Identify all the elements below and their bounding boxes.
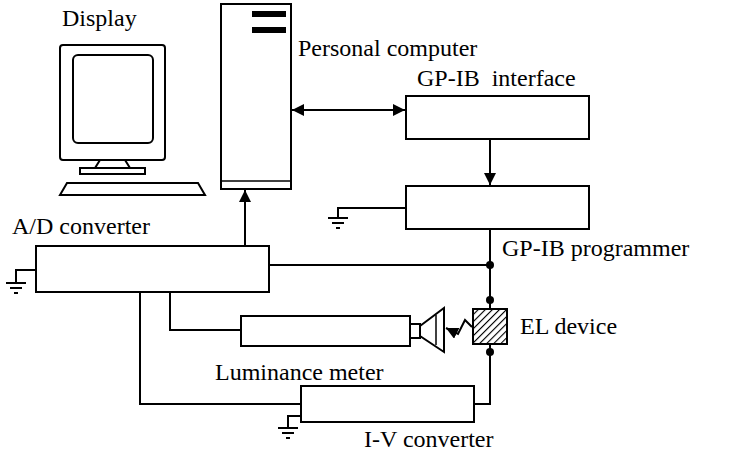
component-label: Personal computer — [298, 36, 477, 60]
converter-box: I-V converter — [300, 385, 475, 423]
connector — [489, 140, 491, 185]
connector — [270, 265, 490, 308]
component-label: Display — [62, 6, 137, 30]
el-device: EL device — [472, 308, 508, 345]
luminance-meter: Luminance meter — [240, 305, 446, 355]
luminance-meter-drawing — [240, 305, 446, 355]
display-monitor-drawing — [55, 40, 210, 200]
component-label: Luminance meter — [215, 360, 384, 384]
ground-symbol — [328, 208, 405, 228]
ground-symbol — [278, 416, 300, 438]
connector — [140, 293, 300, 404]
converter-box: A/D converter — [35, 245, 270, 293]
component-label: GP-IB programmer — [502, 236, 689, 260]
computer-tower-drawing — [220, 3, 292, 190]
programmer-box: GP-IB programmer — [405, 185, 590, 230]
computer-tower: Personal computer — [220, 3, 292, 190]
connector — [446, 320, 472, 334]
display-monitor: Display — [55, 40, 210, 200]
component-label: EL device — [520, 314, 617, 338]
connector — [244, 190, 246, 245]
component-label: I-V converter — [364, 427, 494, 451]
component-label: GP-IB interface — [417, 66, 576, 90]
terminal-dot — [486, 296, 494, 304]
terminal-dot — [486, 348, 494, 356]
junction-dot — [486, 261, 494, 269]
ground-symbol — [6, 270, 35, 293]
el-device-drawing — [472, 308, 508, 345]
interface-box: GP-IB interface — [405, 95, 590, 140]
component-label: A/D converter — [12, 214, 150, 238]
connector — [170, 293, 240, 330]
connector — [292, 109, 405, 111]
